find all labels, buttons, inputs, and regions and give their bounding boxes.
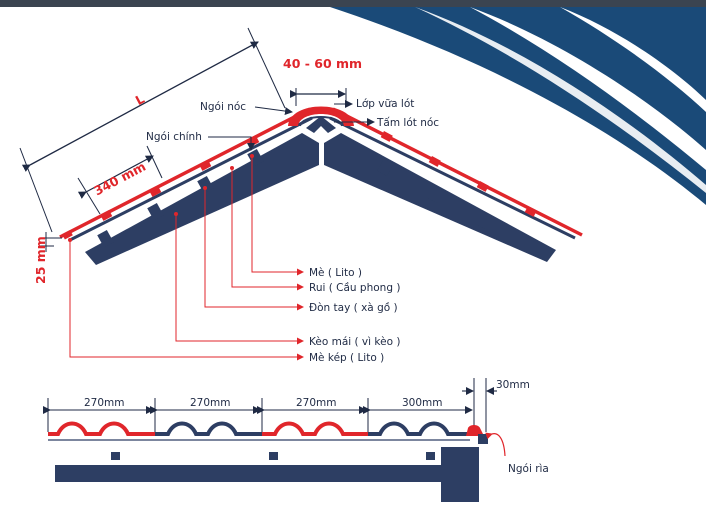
purlin-block bbox=[147, 202, 164, 221]
spacing-label-3: 270mm bbox=[296, 397, 337, 409]
slope-length-label: L bbox=[133, 91, 147, 108]
tile-profile-navy-2 bbox=[368, 421, 470, 436]
brand-swoosh bbox=[330, 7, 706, 205]
purlin-block bbox=[427, 185, 444, 204]
top-bar bbox=[0, 0, 706, 7]
spacing-label-1: 270mm bbox=[84, 397, 125, 409]
tile-pitch-dimension: 340 mm bbox=[77, 145, 163, 215]
ridge-gap-dimension: 40 - 60 mm bbox=[283, 56, 362, 106]
left-rafter-beam bbox=[85, 133, 319, 265]
slope-length-dimension: L bbox=[19, 27, 286, 233]
spacing-label-2: 270mm bbox=[190, 397, 231, 409]
rafter-label: Rui ( Cầu phong ) bbox=[309, 282, 400, 294]
purlin-beam bbox=[55, 465, 445, 482]
ridge-tile-shape bbox=[288, 106, 354, 126]
eave-overhang-label: 25 mm bbox=[33, 236, 48, 284]
ridge-tile-label: Ngói nóc bbox=[200, 101, 246, 113]
right-rafter-beam bbox=[324, 133, 556, 262]
edge-tile-label: Ngói rìa bbox=[508, 463, 549, 475]
purlin-block bbox=[527, 238, 544, 257]
spacing-label-4: 300mm bbox=[402, 397, 443, 409]
edge-gap-label: 30mm bbox=[496, 379, 530, 391]
purlin-label: Đòn tay ( xà gồ ) bbox=[309, 302, 398, 314]
batten-label: Mè ( Lito ) bbox=[309, 267, 362, 279]
main-tile-label: Ngói chính bbox=[146, 131, 202, 143]
roof-cross-section bbox=[59, 106, 583, 265]
ridge-pad-label: Tấm lót nóc bbox=[376, 117, 439, 129]
purlin-block bbox=[377, 158, 394, 177]
ridge-pad bbox=[306, 116, 336, 133]
end-post bbox=[441, 447, 479, 502]
purlin-block bbox=[97, 229, 114, 248]
mortar-layer-label: Lớp vữa lót bbox=[356, 98, 414, 110]
tile-pitch-label: 340 mm bbox=[91, 159, 148, 199]
edge-tile-shape bbox=[466, 425, 484, 436]
purlin-block bbox=[477, 212, 494, 231]
double-batten-label: Mè kép ( Lito ) bbox=[309, 352, 384, 364]
purlin-block bbox=[197, 175, 214, 194]
eave-overhang-dimension: 25 mm bbox=[33, 232, 62, 284]
tile-profile-navy bbox=[155, 421, 262, 436]
right-tile-line bbox=[332, 107, 583, 237]
tile-profile-red-1 bbox=[48, 421, 155, 436]
tile-profile-red-2 bbox=[262, 421, 368, 436]
truss-label: Kèo mái ( vì kèo ) bbox=[309, 336, 400, 348]
tile-row-diagram: 270mm 270mm 270mm 300mm 30mm Ngói rìa bbox=[43, 378, 549, 502]
ridge-gap-label: 40 - 60 mm bbox=[283, 56, 362, 71]
